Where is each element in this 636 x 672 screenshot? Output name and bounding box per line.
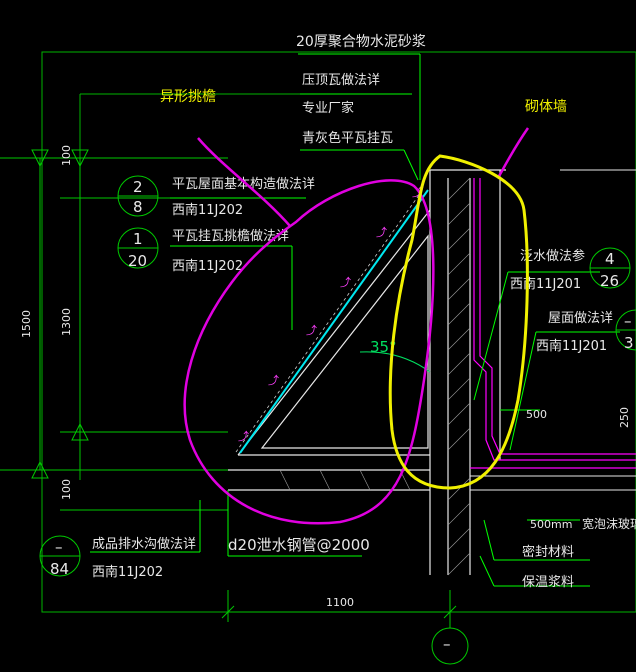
callout-flashing: 泛水做法参 (520, 248, 585, 264)
eave-structure (228, 169, 506, 575)
svg-text:⤴: ⤴ (268, 373, 279, 387)
svg-text:3: 3 (624, 334, 634, 352)
svg-text:⤴: ⤴ (376, 225, 387, 239)
svg-text:西南11J202: 西南11J202 (92, 564, 163, 580)
svg-text:成品排水沟做法详: 成品排水沟做法详 (92, 537, 196, 552)
index-roof: – 3 (615, 309, 636, 352)
magenta-outline (183, 179, 435, 525)
annotation-masonry-wall: 砌体墙 (525, 99, 567, 115)
svg-text:西南11J202: 西南11J202 (172, 202, 243, 218)
callout-sealant: 密封材料 (522, 544, 574, 560)
index-gutter: – 84 成品排水沟做法详 西南11J202 (39, 535, 196, 580)
svg-text:84: 84 (50, 560, 69, 578)
callout-tile: 青灰色平瓦挂瓦 (302, 130, 393, 146)
insulation-layer (470, 178, 636, 469)
bottom-symbol-top: – (443, 635, 451, 653)
dim-bottom-segment: 100 (60, 479, 73, 500)
yellow-outline (388, 154, 529, 490)
magenta-pointer-left (197, 137, 291, 227)
dim-horizontal: 1100 (326, 596, 354, 609)
callout-ridge-tile: 压顶瓦做法详 (302, 73, 380, 88)
dim-right: 250 (618, 407, 631, 428)
svg-text:⤴: ⤴ (340, 275, 351, 289)
annotation-odd-shaped-eave: 异形挑檐 (160, 89, 216, 105)
callout-roof-ref: 西南11J201 (536, 338, 607, 354)
svg-text:–: – (55, 538, 63, 556)
index-eave: 1 20 平瓦挂瓦挑檐做法详 西南11J202 (117, 227, 289, 274)
svg-text:⤴: ⤴ (412, 185, 423, 199)
dim-top-segment: 100 (60, 145, 73, 166)
callout-insulation: 保温浆料 (522, 575, 574, 590)
svg-text:1: 1 (133, 230, 143, 248)
svg-text:西南11J202: 西南11J202 (172, 258, 243, 274)
dim-wall: 500 (526, 408, 547, 421)
svg-text:4: 4 (605, 250, 615, 268)
dim-main-height: 1300 (60, 308, 73, 336)
leader-lines (90, 53, 620, 587)
svg-text:平瓦挂瓦挑檐做法详: 平瓦挂瓦挑檐做法详 (172, 229, 289, 244)
vertical-dimensions (0, 149, 228, 511)
index-flashing: 4 26 (589, 247, 631, 290)
svg-text:20: 20 (128, 252, 147, 270)
svg-text:平瓦屋面基本构造做法详: 平瓦屋面基本构造做法详 (172, 177, 315, 192)
magenta-pointer-right (496, 127, 530, 179)
svg-text:⤴: ⤴ (238, 429, 249, 443)
svg-text:–: – (624, 312, 632, 330)
svg-text:2: 2 (133, 178, 143, 196)
roof-tiles (235, 187, 429, 454)
callout-foam-board: 宽泡沫玻璃 (582, 516, 636, 531)
angle-arc (359, 351, 431, 373)
callout-mortar: 20厚聚合物水泥砂浆 (296, 34, 426, 50)
callout-roof: 屋面做法详 (548, 311, 613, 326)
wall-hatch (279, 177, 471, 576)
svg-text:8: 8 (133, 198, 143, 216)
tile-nails: ⤴ ⤴ ⤴ ⤴ ⤴ ⤴ (238, 185, 423, 443)
callout-manufacturer: 专业厂家 (302, 100, 354, 116)
svg-text:⤴: ⤴ (306, 323, 317, 337)
roof-slab (470, 169, 636, 491)
angle-label: 35° (370, 338, 397, 356)
callout-foam-width: 500mm (530, 518, 572, 531)
index-roof-base: 2 8 平瓦屋面基本构造做法详 西南11J202 (117, 175, 315, 218)
dim-total-height: 1500 (20, 310, 33, 338)
svg-text:26: 26 (600, 272, 619, 290)
bottom-index-symbol (431, 612, 469, 665)
callout-drain-pipe: d20泄水钢管@2000 (228, 536, 370, 554)
callout-flashing-ref: 西南11J201 (510, 276, 581, 292)
